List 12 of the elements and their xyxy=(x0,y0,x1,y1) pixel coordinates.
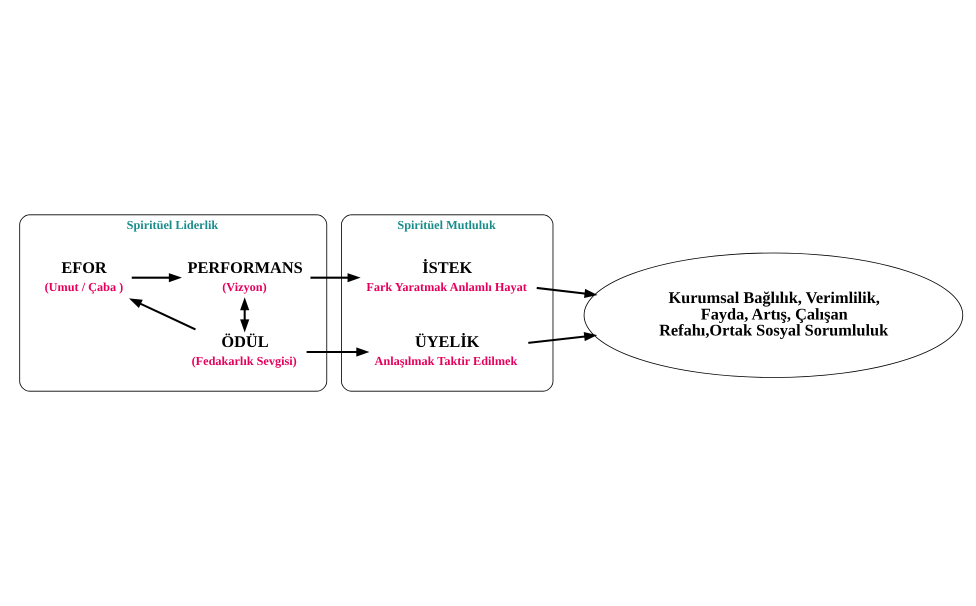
arrow xyxy=(536,286,598,298)
arrow xyxy=(528,332,598,344)
node-text: İSTEK Fark Yaratmak Anlamlı Hayat xyxy=(366,258,527,294)
node-text: ÖDÜL (Fedakarlık Sevgisi) xyxy=(192,332,297,368)
arrow xyxy=(310,273,361,282)
arrow xyxy=(306,347,370,357)
node-text: PERFORMANS (Vizyon) xyxy=(188,258,303,294)
arrow xyxy=(132,273,182,282)
arrow xyxy=(128,298,196,330)
node-text: EFOR (Umut / Çaba ) xyxy=(44,258,124,294)
arrow xyxy=(240,297,250,332)
node-text: ÜYELİK Anlaşılmak Taktir Edilmek xyxy=(374,332,518,368)
